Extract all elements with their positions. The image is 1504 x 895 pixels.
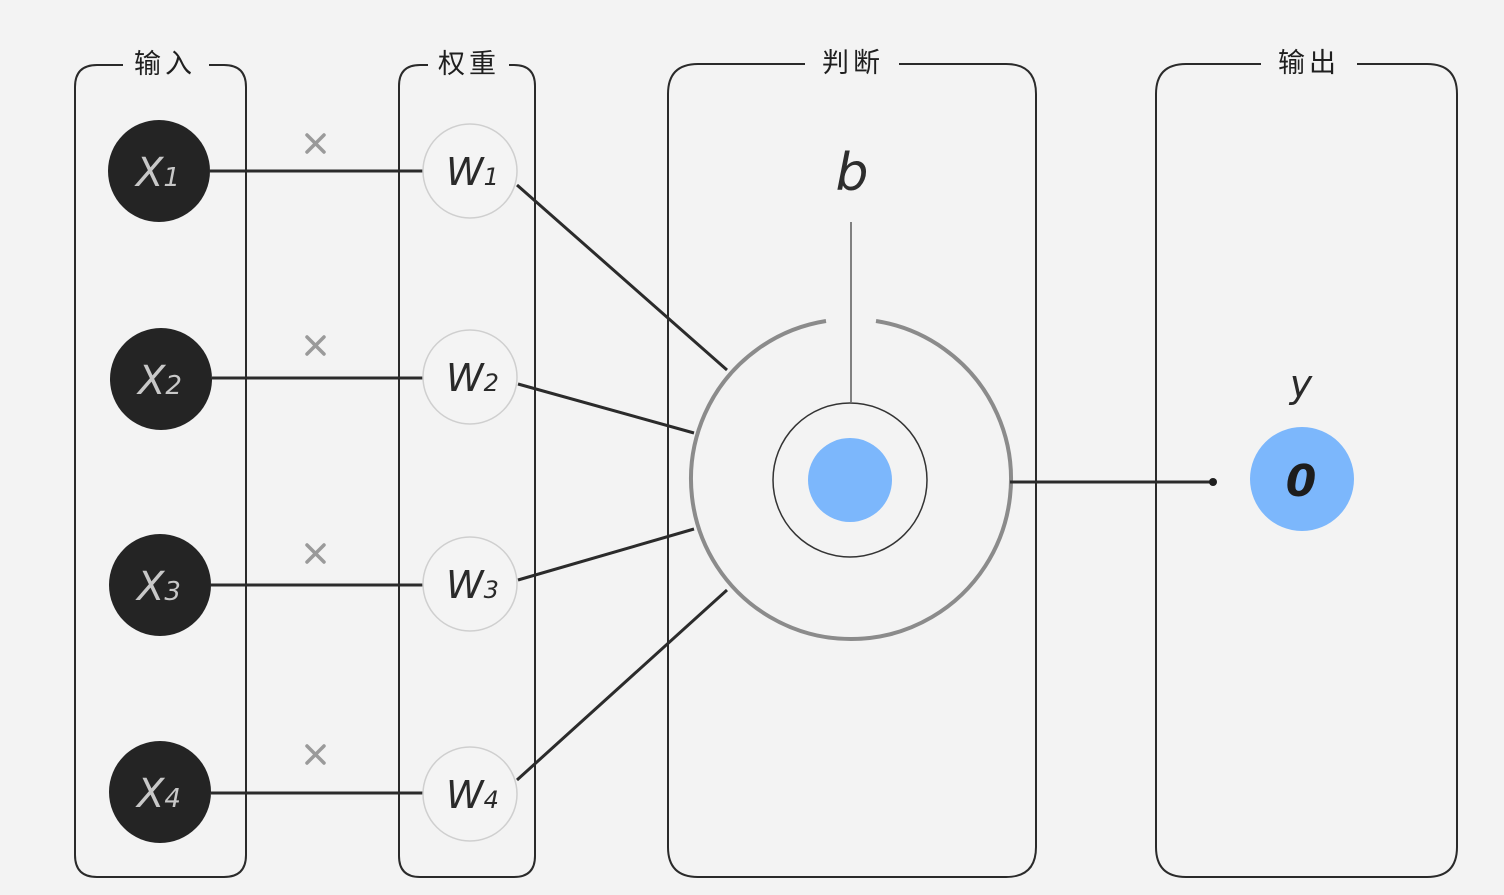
neuron-inner-ring xyxy=(772,402,928,558)
input-node-x3-main: X xyxy=(135,564,166,610)
multiply-icon xyxy=(305,133,326,154)
input-node-x2: X2 xyxy=(110,328,212,430)
input-node-x4-sub: 4 xyxy=(164,784,181,814)
weight-node-w3-sub: 3 xyxy=(484,576,499,604)
weight-node-w4: W4 xyxy=(422,746,518,842)
input-node-x3: X3 xyxy=(109,534,211,636)
input-node-x4: X4 xyxy=(109,741,211,843)
input-node-x4-label: X4 xyxy=(135,771,181,817)
weight-node-w4-sub: 4 xyxy=(484,786,499,814)
weight-node-w1-label: W1 xyxy=(446,150,499,194)
bias-label: b xyxy=(835,143,868,203)
weight-to-neuron-connectors xyxy=(515,183,729,782)
connector-w1-neuron xyxy=(516,183,728,372)
weight-node-w2-sub: 2 xyxy=(484,369,499,397)
input-node-x3-sub: 3 xyxy=(164,577,181,607)
input-panel-frame xyxy=(74,64,247,878)
weight-panel: 权重 xyxy=(398,49,536,878)
neuron-core xyxy=(808,438,892,522)
weight-node-w4-main: W xyxy=(446,773,485,817)
input-node-x4-main: X xyxy=(135,771,166,817)
output-circle xyxy=(1250,427,1354,531)
output-end-dot xyxy=(1209,478,1217,486)
neuron-outer-ring xyxy=(689,319,1013,641)
weight-node-w3-label: W3 xyxy=(446,563,499,607)
weight-node-w3: W3 xyxy=(422,536,518,632)
weight-nodes: W1 W2 W3 W4 xyxy=(422,123,518,842)
output-node: y 0 xyxy=(1250,362,1354,531)
judge-panel-frame xyxy=(667,63,1037,878)
neuron: b xyxy=(689,143,1013,641)
input-to-weight-connectors xyxy=(210,169,423,795)
input-node-x1: X1 xyxy=(108,120,210,222)
input-panel: 输入 xyxy=(74,49,247,878)
output-panel-label: 输出 xyxy=(1278,48,1340,79)
weight-node-w3-main: W xyxy=(446,563,485,607)
judge-panel-label: 判断 xyxy=(822,48,884,79)
output-panel-frame xyxy=(1155,63,1458,878)
input-node-x1-label: X1 xyxy=(134,150,180,196)
connector-w4-neuron xyxy=(515,588,729,782)
output-panel: 输出 xyxy=(1155,48,1458,878)
input-node-x3-label: X3 xyxy=(135,564,181,610)
weight-node-w1-main: W xyxy=(446,150,485,194)
connector-w3-neuron xyxy=(517,527,695,582)
judge-panel: 判断 xyxy=(667,48,1037,878)
multiply-icons xyxy=(305,133,326,765)
weight-node-w2-main: W xyxy=(446,356,485,400)
weight-node-w1-sub: 1 xyxy=(484,163,499,191)
output-value: 0 xyxy=(1286,456,1317,507)
output-label: y xyxy=(1289,362,1313,406)
connector-w2-neuron xyxy=(517,382,695,435)
weight-node-w1: W1 xyxy=(422,123,518,219)
input-node-x2-label: X2 xyxy=(136,358,182,404)
input-node-x2-main: X xyxy=(136,358,167,404)
weight-node-w4-label: W4 xyxy=(446,773,499,817)
output-connection xyxy=(1010,478,1217,486)
multiply-icon xyxy=(305,744,326,765)
weight-node-w2-label: W2 xyxy=(446,356,499,400)
input-node-x2-sub: 2 xyxy=(165,371,182,401)
input-node-x1-sub: 1 xyxy=(163,163,180,193)
input-node-x1-main: X xyxy=(134,150,165,196)
weight-panel-label: 权重 xyxy=(438,49,500,80)
weight-node-w2: W2 xyxy=(422,329,518,425)
multiply-icon xyxy=(305,335,326,356)
input-nodes: X1 X2 X3 X4 xyxy=(108,120,212,843)
input-panel-label: 输入 xyxy=(134,49,196,80)
multiply-icon xyxy=(305,543,326,564)
weight-panel-frame xyxy=(398,64,536,878)
